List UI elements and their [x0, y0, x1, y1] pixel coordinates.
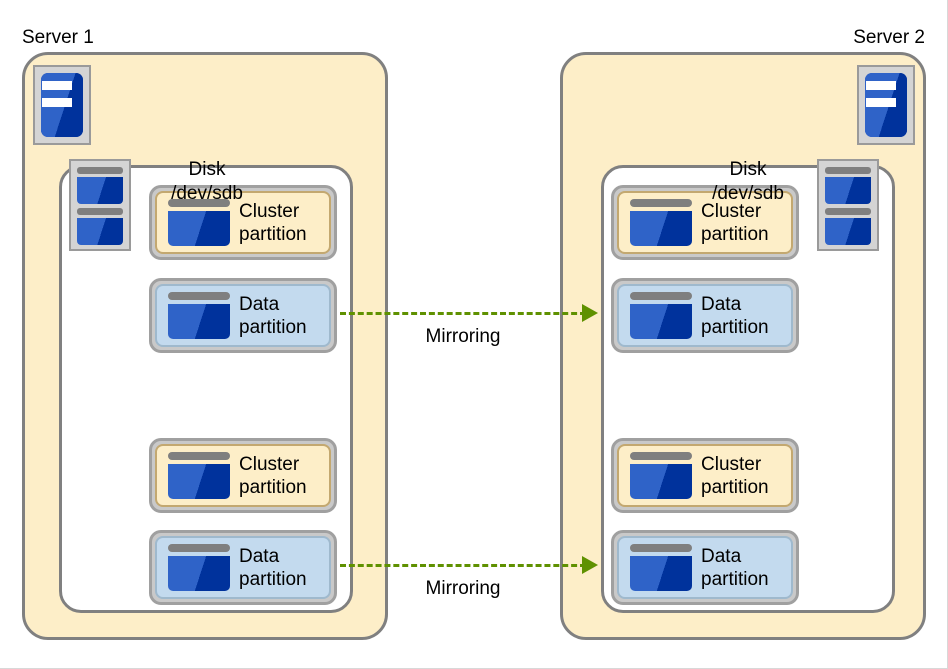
partition-label-line-1: Data	[701, 545, 742, 567]
data-partition-box[interactable]: Data partition	[611, 278, 799, 353]
disk-title-line-2: /dev/sdb	[712, 183, 784, 204]
partition-icon	[630, 199, 692, 246]
partition-icon-body	[168, 556, 230, 591]
partition-icon-cap	[168, 544, 230, 552]
cluster-partition-box[interactable]: Cluster partition	[611, 185, 799, 260]
disk-title-line-1: Disk	[729, 159, 767, 180]
server-icon-bar-top	[866, 81, 896, 90]
partition-label: Data partition	[239, 293, 307, 339]
partition-icon-body	[630, 464, 692, 499]
cluster-partition-box[interactable]: Cluster partition	[149, 438, 337, 513]
partition-label-line-1: Cluster	[239, 453, 300, 475]
partition-label-line-2: partition	[239, 316, 307, 338]
disk-platter-cap	[77, 167, 123, 174]
mirroring-connector: Mirroring	[340, 552, 612, 612]
cluster-partition-box[interactable]: Cluster partition	[149, 185, 337, 260]
partition-label-line-2: partition	[701, 316, 769, 338]
partition-label-line-1: Cluster	[239, 200, 300, 222]
mirroring-label: Mirroring	[425, 578, 501, 599]
disk-title-line-2: /dev/sdb	[171, 183, 243, 204]
partition-label-line-2: partition	[239, 568, 307, 590]
partition-icon-body	[168, 211, 230, 246]
server-icon-bar-bottom	[866, 98, 896, 107]
partition-icon-cap	[168, 292, 230, 300]
disk-title: Disk /dev/sdb	[132, 158, 282, 206]
partition-icon	[168, 544, 230, 591]
partition-icon	[630, 292, 692, 339]
disk-platter-body	[825, 177, 871, 204]
disk-platter-body	[77, 177, 123, 204]
partition-label: Cluster partition	[701, 453, 769, 499]
server-1-panel: Disk /dev/sdb Cluster part	[22, 52, 388, 640]
disk-icon	[69, 159, 131, 251]
disk-platter-cap	[825, 208, 871, 215]
partition-icon-cap	[168, 452, 230, 460]
partition-label: Data partition	[701, 545, 769, 591]
partition-label-line-2: partition	[701, 476, 769, 498]
partition-label: Cluster partition	[701, 200, 769, 246]
partition-label-line-1: Data	[239, 293, 280, 315]
disk-title-line-1: Disk	[188, 159, 226, 180]
disk-platter-top	[825, 167, 871, 204]
disk-platter-cap	[77, 208, 123, 215]
disk-platter-cap	[825, 167, 871, 174]
mirroring-dashed-line	[340, 564, 586, 567]
disk-platter-top	[77, 167, 123, 204]
server-icon	[33, 65, 91, 145]
server-icon	[857, 65, 915, 145]
mirroring-connector: Mirroring	[340, 300, 612, 360]
cluster-partition-box[interactable]: Cluster partition	[611, 438, 799, 513]
partition-label: Data partition	[701, 293, 769, 339]
partition-icon	[168, 199, 230, 246]
partition-label-line-2: partition	[239, 223, 307, 245]
server-1-label: Server 1	[22, 27, 94, 48]
partition-label: Cluster partition	[239, 200, 307, 246]
mirroring-dashed-line	[340, 312, 586, 315]
partition-label-line-2: partition	[701, 223, 769, 245]
partition-icon-body	[630, 211, 692, 246]
partition-icon	[168, 292, 230, 339]
server-2-label: Server 2	[853, 27, 925, 48]
server-2-panel: Disk /dev/sdb Cluster part	[560, 52, 926, 640]
partition-icon-cap	[630, 199, 692, 207]
server-icon-bar-bottom	[42, 98, 72, 107]
data-partition-box[interactable]: Data partition	[611, 530, 799, 605]
data-partition-box[interactable]: Data partition	[149, 530, 337, 605]
data-partition-box[interactable]: Data partition	[149, 278, 337, 353]
disk-title: Disk /dev/sdb	[673, 158, 823, 206]
disk-platter-bottom	[77, 208, 123, 245]
partition-icon-cap	[630, 292, 692, 300]
disk-platter-bottom	[825, 208, 871, 245]
partition-icon-body	[168, 464, 230, 499]
partition-label-line-1: Cluster	[701, 200, 762, 222]
disk-icon	[817, 159, 879, 251]
partition-icon-cap	[168, 199, 230, 207]
partition-label-line-1: Data	[701, 293, 742, 315]
mirroring-arrowhead-icon	[582, 304, 598, 322]
mirroring-arrowhead-icon	[582, 556, 598, 574]
partition-icon	[168, 452, 230, 499]
disk-platter-body	[825, 218, 871, 245]
partition-label-line-1: Cluster	[701, 453, 762, 475]
partition-label-line-1: Data	[239, 545, 280, 567]
partition-icon-cap	[630, 452, 692, 460]
server-icon-bar-top	[42, 81, 72, 90]
partition-label: Cluster partition	[239, 453, 307, 499]
partition-icon	[630, 544, 692, 591]
disk-platter-body	[77, 218, 123, 245]
partition-icon-body	[630, 304, 692, 339]
partition-icon-body	[168, 304, 230, 339]
partition-icon	[630, 452, 692, 499]
partition-icon-body	[630, 556, 692, 591]
mirroring-label: Mirroring	[425, 326, 501, 347]
partition-label-line-2: partition	[239, 476, 307, 498]
partition-label-line-2: partition	[701, 568, 769, 590]
partition-label: Data partition	[239, 545, 307, 591]
partition-icon-cap	[630, 544, 692, 552]
